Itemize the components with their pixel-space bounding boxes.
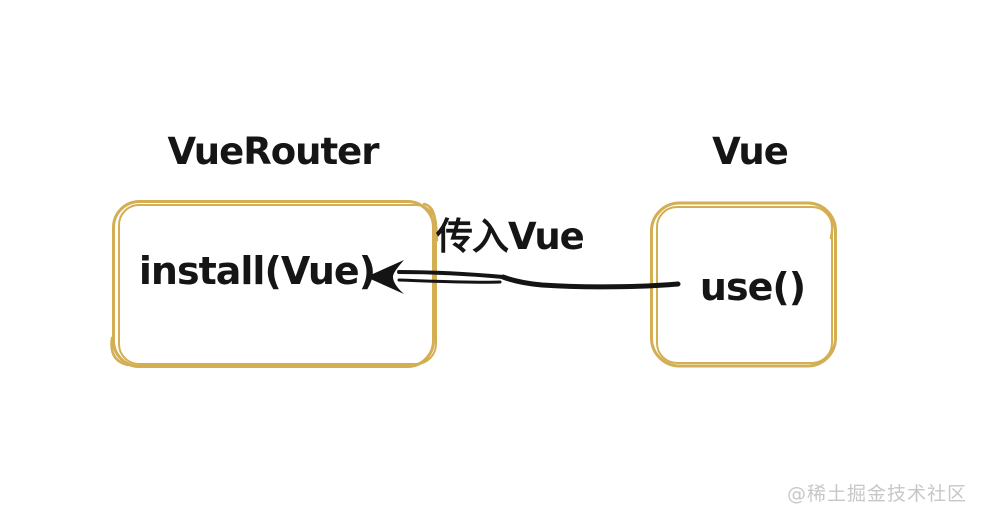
node-title-vuerouter: VueRouter xyxy=(167,130,379,173)
node-body-install-vue: install(Vue) xyxy=(138,249,376,293)
arrow-label: 传入Vue xyxy=(436,215,585,258)
arrow-head xyxy=(366,260,404,294)
arrow-shaft xyxy=(500,274,681,290)
vue-box-corner-stroke xyxy=(822,206,834,240)
vuerouter-box-corner-stroke-2 xyxy=(422,202,439,242)
vuerouter-box xyxy=(110,200,439,368)
node-body-use: use() xyxy=(699,265,806,309)
watermark: @稀土掘金技术社区 xyxy=(786,483,967,505)
vuerouter-box-outline xyxy=(112,200,435,368)
arrow-shaft-upper xyxy=(397,270,505,279)
node-title-vue: Vue xyxy=(712,130,789,173)
vuerouter-box-outline-inner xyxy=(118,204,437,365)
arrow xyxy=(366,260,681,294)
vuerouter-box-corner-stroke xyxy=(110,336,130,367)
arrow-shaft-lower xyxy=(397,278,502,284)
